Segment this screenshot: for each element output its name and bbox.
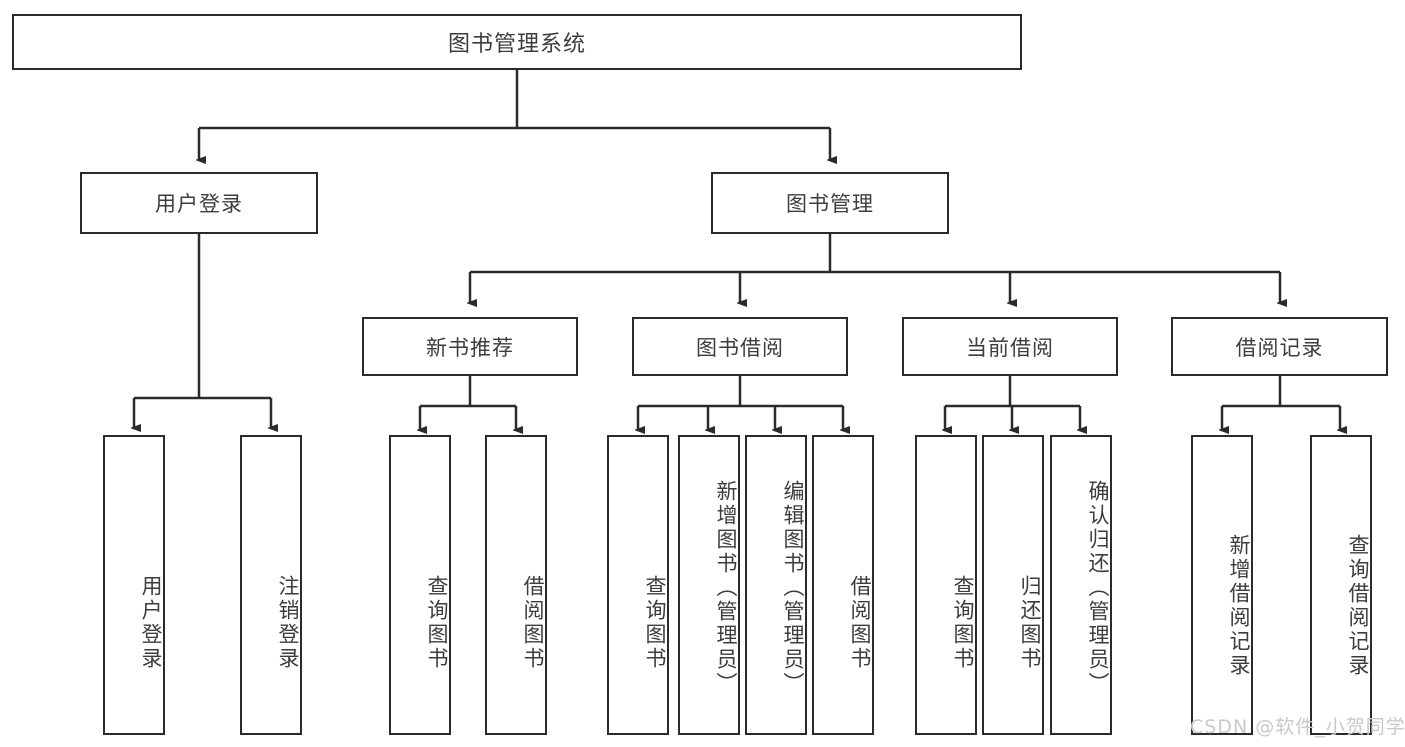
node-label: 新增借阅记录 xyxy=(1227,534,1251,678)
leaf-book-borrow-add-book-admin[interactable]: 新增图书（管理员） xyxy=(678,435,740,735)
leaf-borrow-record-add-record[interactable]: 新增借阅记录 xyxy=(1191,435,1253,735)
node-root-book-management-system[interactable]: 图书管理系统 xyxy=(12,14,1022,70)
node-new-book-recommend[interactable]: 新书推荐 xyxy=(362,317,578,376)
leaf-new-book-query-book[interactable]: 查询图书 xyxy=(389,435,451,735)
node-label: 注销登录 xyxy=(276,575,300,671)
leaf-book-borrow-edit-book-admin[interactable]: 编辑图书（管理员） xyxy=(745,435,807,735)
leaf-book-borrow-borrow-book[interactable]: 借阅图书 xyxy=(812,435,874,735)
leaf-current-borrow-return-book[interactable]: 归还图书 xyxy=(982,435,1044,735)
node-label: 当前借阅 xyxy=(966,335,1054,360)
node-label: 用户登录 xyxy=(139,575,163,671)
node-label: 用户登录 xyxy=(155,192,243,216)
leaf-book-borrow-query-book[interactable]: 查询图书 xyxy=(607,435,669,735)
node-label: 查询图书 xyxy=(643,575,667,671)
node-label: 借阅图书 xyxy=(848,575,872,671)
leaf-user-login-login[interactable]: 用户登录 xyxy=(103,435,165,735)
node-book-management[interactable]: 图书管理 xyxy=(711,172,949,234)
node-label: 归还图书 xyxy=(1018,575,1042,671)
node-label: 图书管理 xyxy=(786,192,874,216)
node-borrow-record[interactable]: 借阅记录 xyxy=(1171,317,1388,376)
csdn-watermark: CSDN @软件_小贺同学 xyxy=(1190,716,1405,738)
leaf-new-book-borrow-book[interactable]: 借阅图书 xyxy=(485,435,547,735)
node-label: 新书推荐 xyxy=(426,335,514,360)
node-label: 编辑图书（管理员） xyxy=(781,480,805,696)
node-user-login[interactable]: 用户登录 xyxy=(80,172,318,234)
leaf-current-borrow-query-book[interactable]: 查询图书 xyxy=(915,435,977,735)
node-book-borrow[interactable]: 图书借阅 xyxy=(632,317,848,376)
leaf-borrow-record-query-record[interactable]: 查询借阅记录 xyxy=(1310,435,1372,735)
node-label: 借阅记录 xyxy=(1235,335,1324,360)
leaf-user-login-logout[interactable]: 注销登录 xyxy=(240,435,302,735)
node-current-borrow[interactable]: 当前借阅 xyxy=(902,317,1118,376)
leaf-current-borrow-confirm-return-admin[interactable]: 确认归还（管理员） xyxy=(1050,435,1112,735)
node-label: 图书借阅 xyxy=(696,335,784,360)
node-label: 查询借阅记录 xyxy=(1346,534,1370,678)
node-label: 借阅图书 xyxy=(521,575,545,671)
node-label: 图书管理系统 xyxy=(447,32,586,57)
node-label: 查询图书 xyxy=(951,575,975,671)
node-label: 确认归还（管理员） xyxy=(1086,480,1110,696)
node-label: 查询图书 xyxy=(425,575,449,671)
node-label: 新增图书（管理员） xyxy=(714,480,738,696)
